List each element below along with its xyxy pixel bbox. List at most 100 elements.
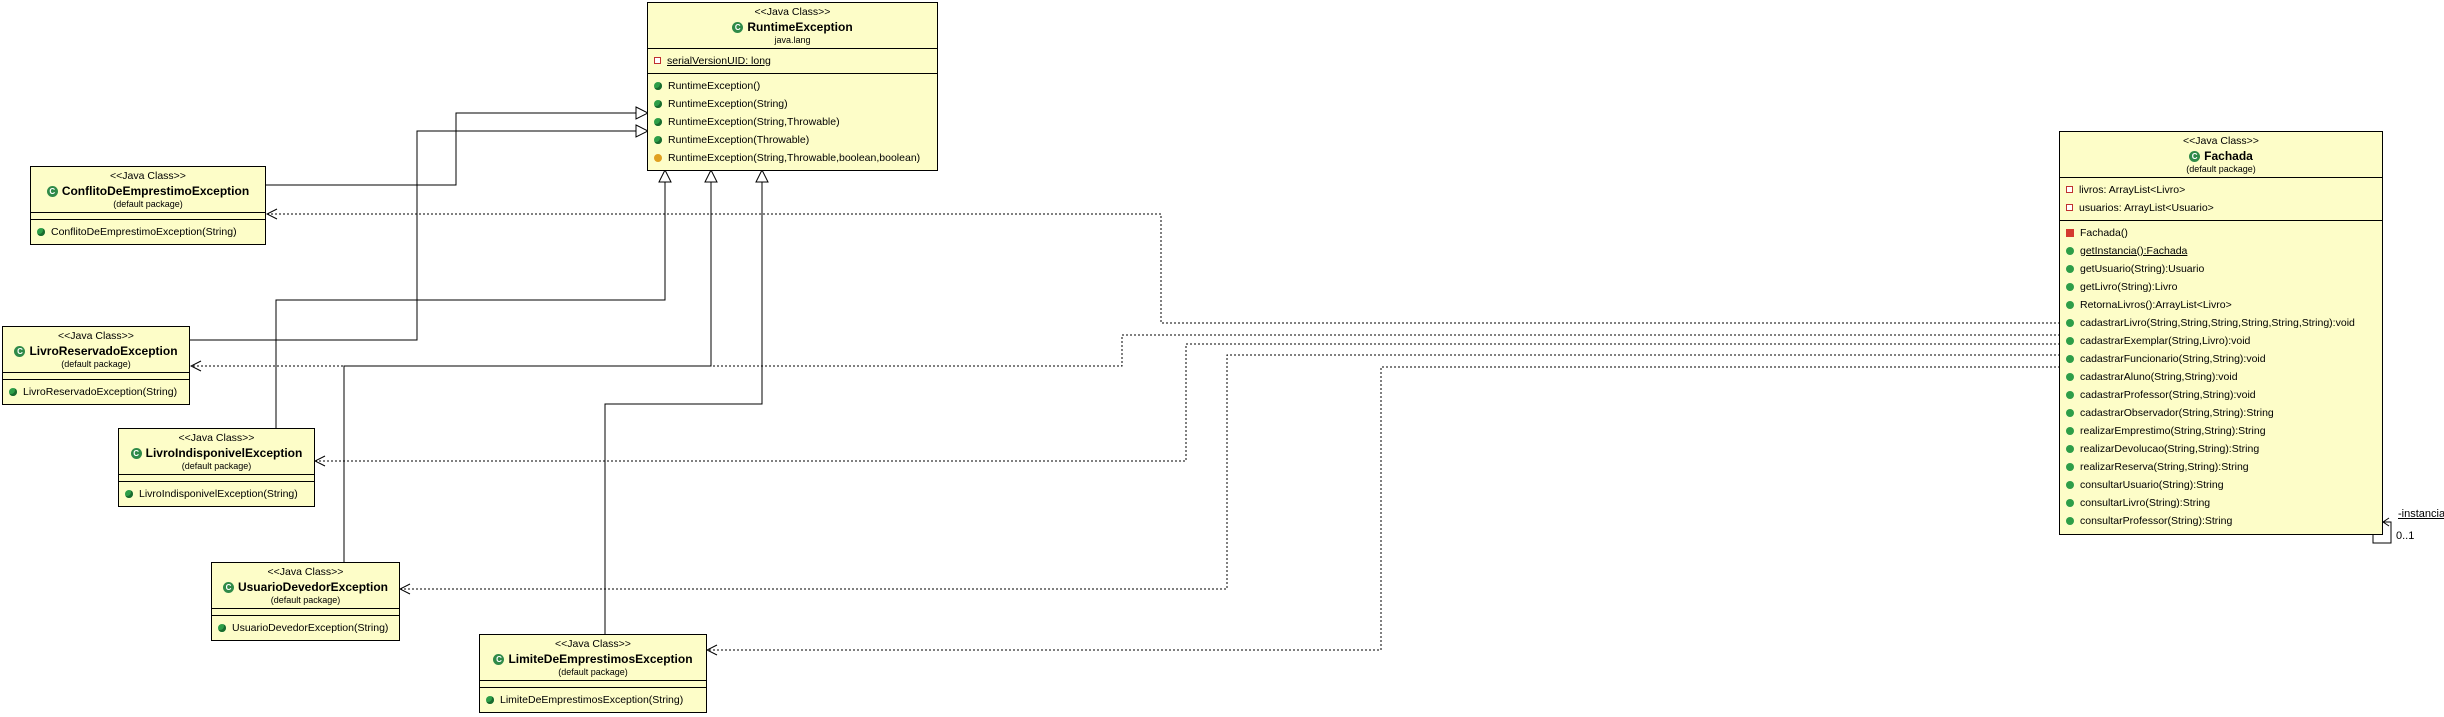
- class-icon: C: [222, 581, 234, 593]
- method: cadastrarFuncionario(String,String):void: [2080, 352, 2266, 365]
- package-name: java.lang: [774, 34, 811, 45]
- method: LivroIndisponivelException(String): [139, 487, 298, 500]
- public-method-icon: [2066, 516, 2074, 525]
- dep-devedor: [400, 354, 2060, 589]
- dep-reservado: [191, 334, 2060, 366]
- package-name: (default package): [181, 460, 252, 471]
- class-name: ConflitoDeEmprestimoException: [61, 183, 250, 198]
- constructor-icon: [125, 489, 133, 498]
- method: consultarLivro(String):String: [2080, 496, 2211, 509]
- methods-section: Fachada() getInstancia():Fachada getUsua…: [2060, 221, 2382, 533]
- public-method-icon: [2066, 390, 2074, 399]
- method: getLivro(String):Livro: [2080, 280, 2178, 293]
- package-name: (default package): [61, 358, 131, 369]
- method: UsuarioDevedorException(String): [232, 621, 389, 634]
- public-method-icon: [2066, 354, 2074, 363]
- method: RuntimeException(Throwable): [668, 133, 810, 146]
- public-method-icon: [2066, 462, 2074, 471]
- public-method-icon: [2066, 498, 2074, 507]
- methods-section: LivroIndisponivelException(String): [119, 482, 314, 506]
- constructor-icon: [37, 227, 45, 236]
- protected-constructor-icon: [654, 153, 662, 162]
- association-multiplicity-label: 0..1: [2396, 530, 2415, 542]
- fields-section: [119, 475, 314, 482]
- method: RuntimeException(String,Throwable,boolea…: [668, 151, 921, 164]
- constructor-icon: [654, 117, 662, 126]
- class-icon: C: [46, 185, 58, 197]
- method: cadastrarAluno(String,String):void: [2080, 370, 2238, 383]
- inherit-limite: [604, 170, 762, 635]
- association-role-label: -instancia: [2398, 508, 2444, 520]
- method: consultarUsuario(String):String: [2080, 478, 2224, 491]
- method: LimiteDeEmprestimosException(String): [500, 693, 684, 706]
- method: cadastrarProfessor(String,String):void: [2080, 388, 2256, 401]
- class-name: Fachada: [2204, 148, 2253, 163]
- method: realizarDevolucao(String,String):String: [2080, 442, 2260, 455]
- public-method-icon: [2066, 300, 2074, 309]
- method: consultarProfessor(String):String: [2080, 514, 2233, 527]
- methods-section: ConflitoDeEmprestimoException(String): [31, 220, 265, 244]
- method: cadastrarLivro(String,String,String,Stri…: [2080, 316, 2355, 329]
- package-name: (default package): [270, 594, 341, 605]
- class-name: UsuarioDevedorException: [237, 579, 389, 594]
- public-method-icon: [2066, 336, 2074, 345]
- fields-section: [31, 213, 265, 220]
- public-method-icon: [2066, 282, 2074, 291]
- stereotype: <<Java Class>>: [555, 638, 631, 650]
- package-name: (default package): [558, 666, 628, 677]
- method: realizarEmprestimo(String,String):String: [2080, 424, 2266, 437]
- stereotype: <<Java Class>>: [2183, 135, 2259, 147]
- fields-section: livros: ArrayList<Livro> usuarios: Array…: [2060, 178, 2382, 221]
- method: cadastrarExemplar(String,Livro):void: [2080, 334, 2251, 347]
- public-method-icon: [2066, 426, 2074, 435]
- static-final-field-icon: [654, 57, 661, 65]
- public-method-icon: [2066, 372, 2074, 381]
- public-method-icon: [2066, 480, 2074, 489]
- package-name: (default package): [113, 198, 183, 209]
- class-livro-indisponivel-exception[interactable]: <<Java Class>> C LivroIndisponivelExcepti…: [118, 428, 315, 507]
- private-field-icon: [2066, 204, 2073, 212]
- self-association: [2372, 521, 2392, 544]
- inherit-devedor: [343, 170, 711, 563]
- dep-conflito: [267, 214, 2060, 324]
- inherit-indisponivel: [275, 170, 665, 429]
- inherit-reservado: [189, 131, 648, 341]
- class-icon: C: [732, 21, 744, 33]
- constructor-icon: [654, 135, 662, 144]
- class-icon: C: [130, 447, 142, 459]
- methods-section: RuntimeException() RuntimeException(Stri…: [648, 74, 937, 170]
- fields-section: [3, 373, 189, 380]
- stereotype: <<Java Class>>: [110, 170, 186, 182]
- private-field-icon: [2066, 186, 2073, 194]
- method: LivroReservadoException(String): [23, 385, 178, 398]
- method: cadastrarObservador(String,String):Strin…: [2080, 406, 2274, 419]
- method: RuntimeException(): [668, 79, 761, 92]
- method: getInstancia():Fachada: [2080, 244, 2188, 257]
- method: realizarReserva(String,String):String: [2080, 460, 2249, 473]
- field: serialVersionUID: long: [667, 54, 771, 67]
- method: Fachada(): [2080, 226, 2128, 239]
- field: usuarios: ArrayList<Usuario>: [2079, 201, 2214, 214]
- private-constructor-icon: [2066, 228, 2074, 237]
- dep-limite: [707, 366, 2060, 650]
- package-name: (default package): [2186, 163, 2256, 174]
- stereotype: <<Java Class>>: [267, 566, 344, 578]
- constructor-icon: [486, 695, 494, 704]
- methods-section: LivroReservadoException(String): [3, 380, 189, 404]
- fields-section: [212, 609, 399, 616]
- stereotype: <<Java Class>>: [178, 432, 255, 444]
- fields-section: [480, 681, 706, 688]
- public-method-icon: [2066, 444, 2074, 453]
- field: livros: ArrayList<Livro>: [2079, 183, 2186, 196]
- constructor-icon: [9, 387, 17, 396]
- stereotype: <<Java Class>>: [58, 330, 134, 342]
- constructor-icon: [654, 99, 662, 108]
- static-method-icon: [2066, 246, 2074, 255]
- stereotype: <<Java Class>>: [754, 6, 831, 18]
